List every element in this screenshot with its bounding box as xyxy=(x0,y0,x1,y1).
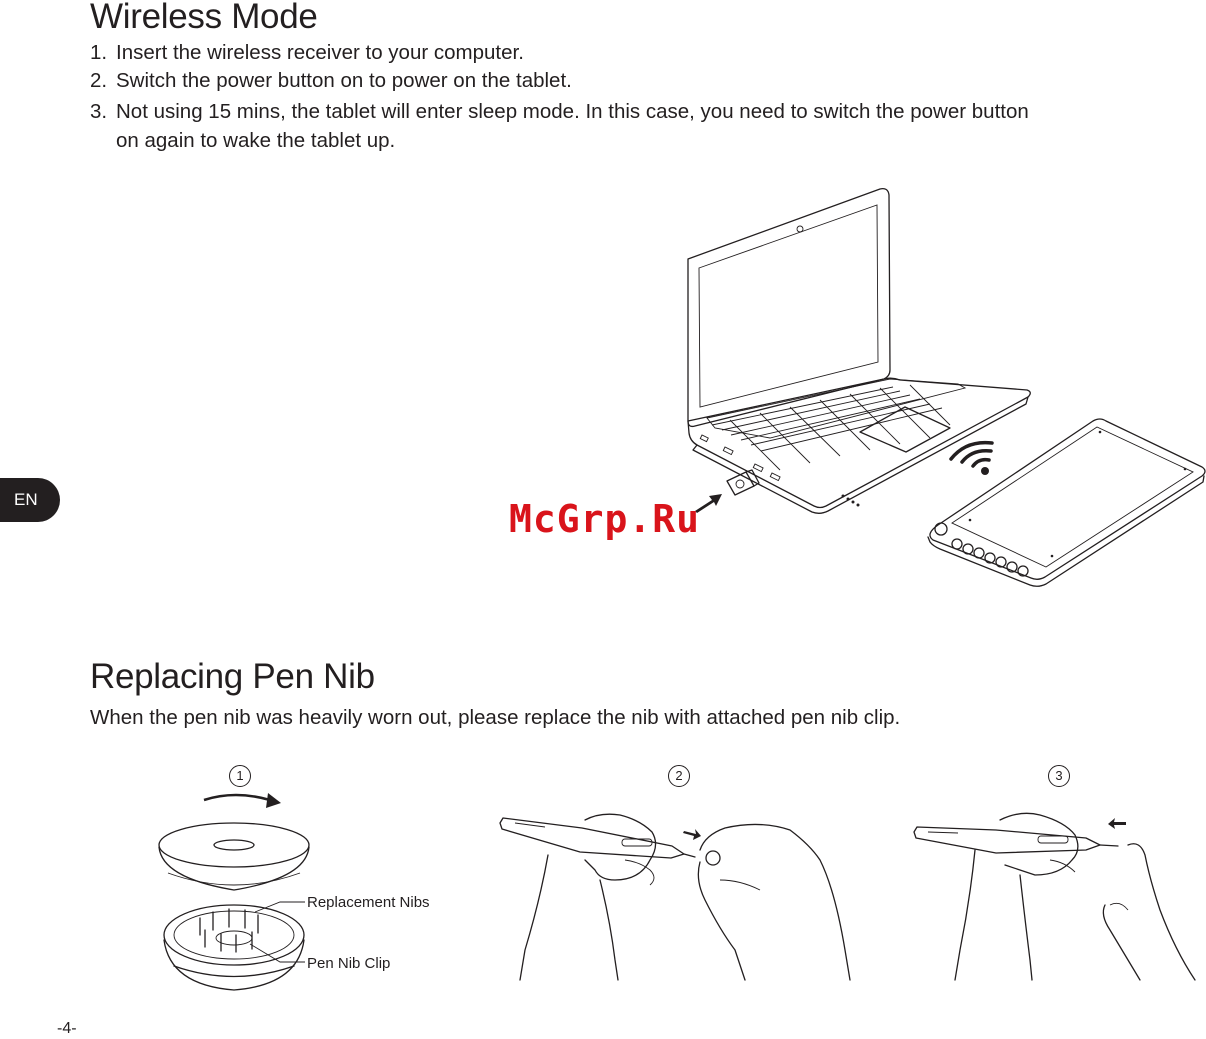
language-tab: EN xyxy=(0,478,60,522)
step-1-badge: 1 xyxy=(229,765,251,787)
step-3-badge: 3 xyxy=(1048,765,1070,787)
replace-nib-description: When the pen nib was heavily worn out, p… xyxy=(90,706,901,729)
step-number: 1. xyxy=(90,41,108,64)
step-2-badge: 2 xyxy=(668,765,690,787)
pen-nib-clip-label: Pen Nib Clip xyxy=(307,955,391,972)
step-text: Switch the power button on to power on t… xyxy=(116,69,572,92)
step-number: 3. xyxy=(90,100,108,123)
step-text: Insert the wireless receiver to your com… xyxy=(116,41,524,64)
watermark: McGrp.Ru xyxy=(509,497,701,541)
page-number: -4- xyxy=(57,1020,77,1037)
wireless-step-3: 3. Not using 15 mins, the tablet will ent… xyxy=(90,97,1029,127)
replacement-nibs-label: Replacement Nibs xyxy=(307,894,430,911)
wireless-mode-title: Wireless Mode xyxy=(90,0,318,36)
step-text: Not using 15 mins, the tablet will enter… xyxy=(116,100,1029,123)
wireless-step-2: 2. Switch the power button on to power on… xyxy=(90,66,572,96)
replace-nib-title: Replacing Pen Nib xyxy=(90,657,375,696)
wireless-step-1: 1. Insert the wireless receiver to your c… xyxy=(90,38,524,68)
wireless-step-3-cont: on again to wake the tablet up. xyxy=(116,129,396,152)
step-number: 2. xyxy=(90,69,108,92)
